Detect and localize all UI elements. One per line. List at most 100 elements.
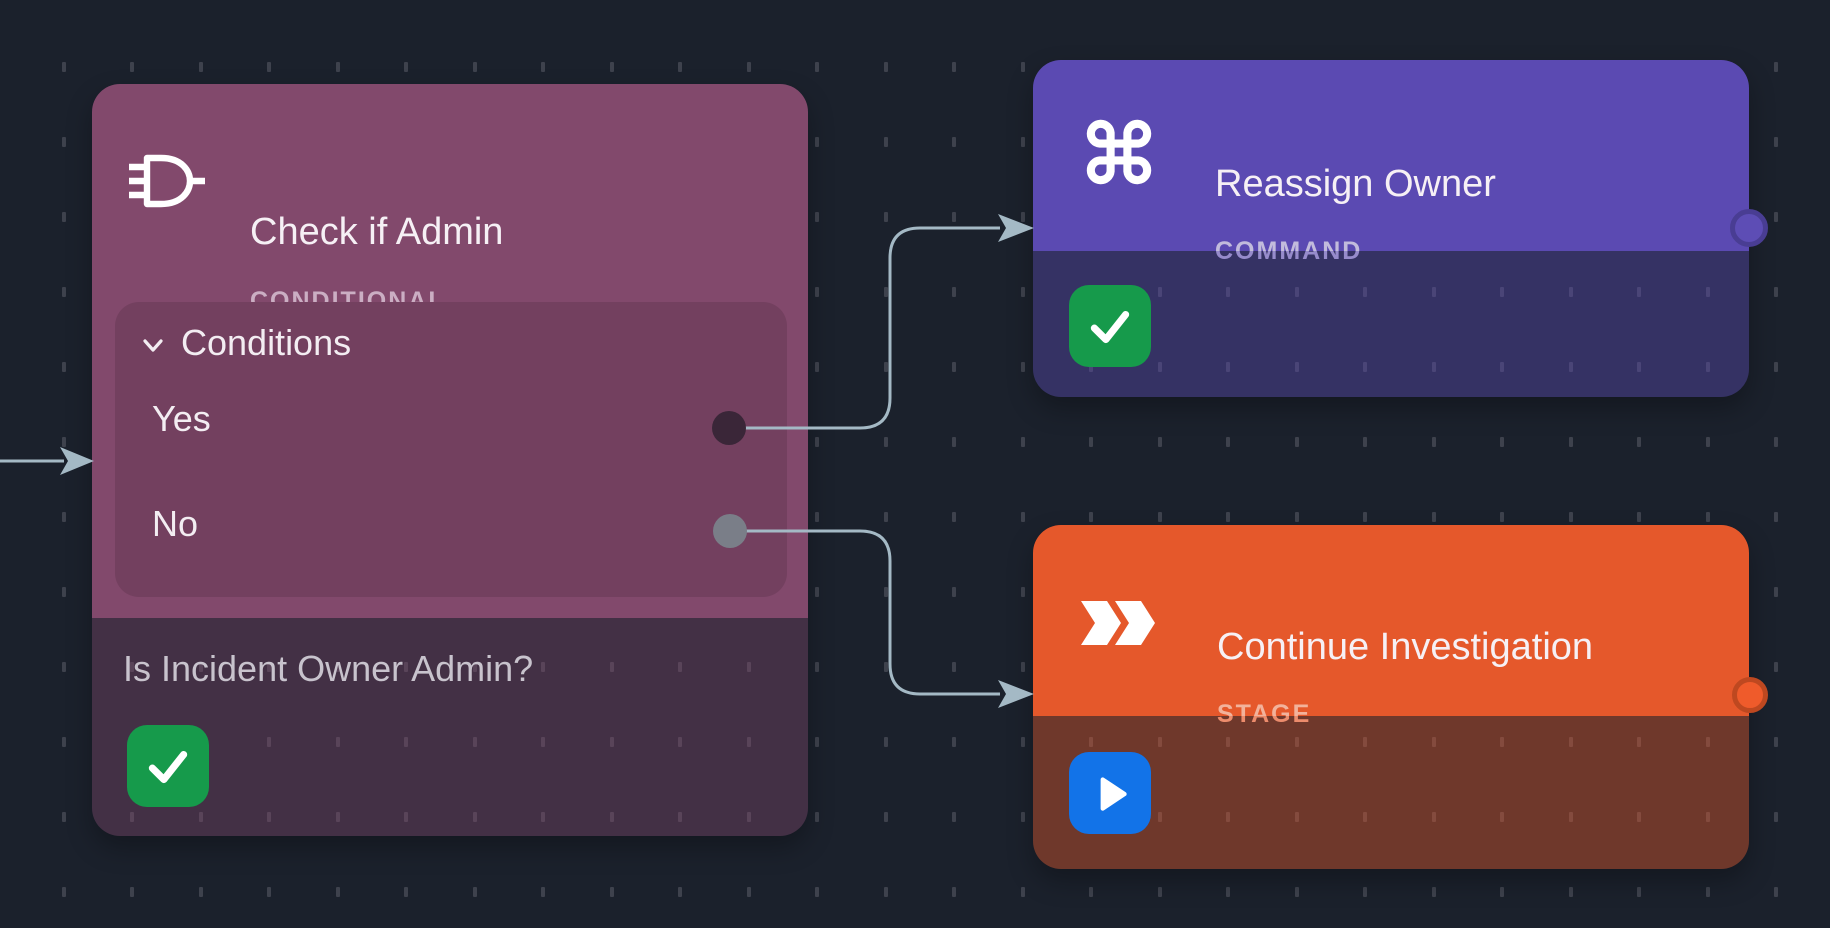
node-type-badge: COMMAND xyxy=(1215,237,1363,265)
grid-dot xyxy=(61,812,66,822)
grid-dot xyxy=(1431,437,1436,447)
branch-label: Yes xyxy=(152,398,211,439)
grid-dot xyxy=(1157,437,1162,447)
port-output-no[interactable] xyxy=(713,514,747,548)
port-output-stage[interactable] xyxy=(1732,677,1768,713)
arrowhead-no xyxy=(998,680,1034,708)
run-play-button[interactable] xyxy=(1069,752,1151,834)
grid-dot xyxy=(61,512,66,522)
arrowhead-incoming xyxy=(60,447,94,475)
grid-dot xyxy=(1020,587,1025,597)
grid-dot xyxy=(61,662,66,672)
conditions-toggle[interactable]: Conditions xyxy=(115,302,787,374)
grid-dot xyxy=(815,812,819,822)
condition-description: Is Incident Owner Admin? xyxy=(123,648,534,689)
grid-dot xyxy=(815,662,819,672)
grid-dot xyxy=(952,137,956,147)
grid-dot xyxy=(61,212,66,222)
grid-dot xyxy=(1774,137,1778,147)
grid-dot xyxy=(952,362,956,372)
status-success-button[interactable] xyxy=(127,725,209,807)
grid-dot xyxy=(1774,212,1778,222)
grid-dot xyxy=(1020,62,1025,72)
grid-dot xyxy=(541,887,545,897)
grid-dot xyxy=(1774,362,1778,372)
arrowhead-yes xyxy=(998,214,1034,242)
status-success-button[interactable] xyxy=(1069,285,1151,367)
grid-dot xyxy=(952,812,956,822)
grid-dot xyxy=(267,887,271,897)
grid-dot xyxy=(472,62,477,72)
node-title: Check if Admin xyxy=(250,211,504,253)
grid-dot xyxy=(952,212,956,222)
grid-dot xyxy=(61,62,66,72)
grid-dot xyxy=(609,62,614,72)
node-conditional-check-if-admin[interactable]: Check if Admin CONDITIONAL Conditions Ye… xyxy=(92,84,808,836)
grid-dot xyxy=(883,737,888,747)
grid-dot xyxy=(883,512,888,522)
grid-dot xyxy=(61,137,66,147)
grid-dot xyxy=(1363,512,1367,522)
grid-dot xyxy=(472,887,477,897)
branch-row-yes[interactable]: Yes xyxy=(115,398,787,458)
grid-dot xyxy=(883,62,888,72)
grid-dot xyxy=(1020,512,1025,522)
node-type-badge: STAGE xyxy=(1217,700,1312,728)
check-icon xyxy=(1090,311,1130,344)
grid-dot xyxy=(1500,512,1504,522)
grid-dot xyxy=(952,287,956,297)
node-command-reassign-owner[interactable]: Reassign Owner COMMAND xyxy=(1033,60,1749,397)
grid-dot xyxy=(678,887,682,897)
branch-label: No xyxy=(152,503,199,544)
grid-dot xyxy=(1774,62,1778,72)
grid-dot xyxy=(815,137,819,147)
grid-dot xyxy=(815,587,819,597)
grid-dot xyxy=(1774,812,1778,822)
grid-dot xyxy=(952,887,956,897)
grid-dot xyxy=(883,812,888,822)
port-output-command[interactable] xyxy=(1730,209,1768,247)
grid-dot xyxy=(1089,437,1093,447)
grid-dot xyxy=(1500,887,1504,897)
grid-dot xyxy=(267,62,271,72)
command-footer xyxy=(1033,251,1749,397)
grid-dot xyxy=(883,362,888,372)
grid-dot xyxy=(335,62,340,72)
grid-dot xyxy=(883,587,888,597)
conditions-label: Conditions xyxy=(181,322,352,363)
grid-dot xyxy=(815,512,819,522)
grid-dot xyxy=(1363,887,1367,897)
grid-dot xyxy=(952,737,956,747)
grid-dot xyxy=(609,887,614,897)
grid-dot xyxy=(1020,662,1025,672)
grid-dot xyxy=(61,587,66,597)
double-chevron-icon xyxy=(1081,601,1155,645)
grid-dot xyxy=(61,362,66,372)
grid-dot xyxy=(1294,512,1299,522)
grid-dot xyxy=(130,887,134,897)
node-title: Reassign Owner xyxy=(1215,163,1496,205)
grid-dot xyxy=(1020,887,1025,897)
grid-dot xyxy=(1020,812,1025,822)
grid-dot xyxy=(1020,287,1025,297)
grid-dot xyxy=(1294,437,1299,447)
grid-dot xyxy=(1226,512,1230,522)
check-icon xyxy=(148,751,188,784)
node-title: Continue Investigation xyxy=(1217,626,1594,668)
grid-dot xyxy=(1774,662,1778,672)
grid-dot xyxy=(1157,512,1162,522)
grid-dot xyxy=(815,212,819,222)
grid-dot xyxy=(198,887,203,897)
grid-dot xyxy=(1774,887,1778,897)
grid-dot xyxy=(1020,212,1025,222)
port-output-yes[interactable] xyxy=(712,411,746,445)
grid-dot xyxy=(1020,137,1025,147)
node-stage-continue-investigation[interactable]: Continue Investigation STAGE xyxy=(1033,525,1749,869)
grid-dot xyxy=(1774,512,1778,522)
grid-dot xyxy=(61,287,66,297)
grid-dot xyxy=(1431,887,1436,897)
grid-dot xyxy=(1774,587,1778,597)
branch-row-no[interactable]: No xyxy=(115,503,787,563)
grid-dot xyxy=(815,362,819,372)
